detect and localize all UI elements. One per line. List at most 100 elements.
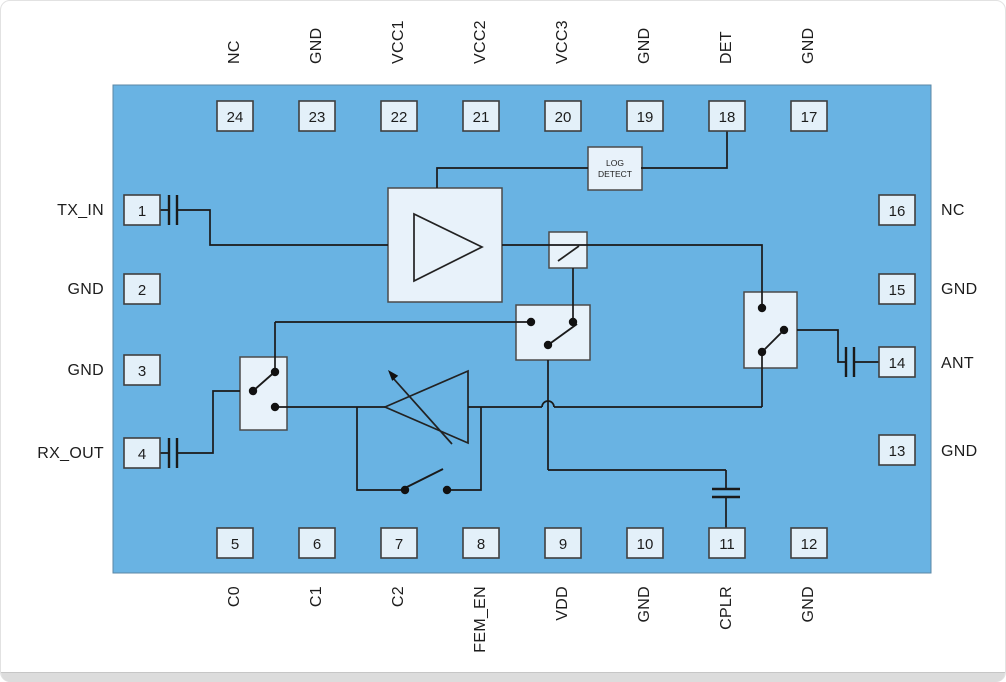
- pin-top-17: 17: [790, 100, 828, 132]
- middle-switch-lever: [547, 323, 578, 346]
- wire-pa-output-to-ant-switch: [502, 244, 763, 308]
- pin-number: 6: [313, 536, 321, 553]
- pin-top-23: 23: [298, 100, 336, 132]
- dc-block-cap-rxout: [167, 438, 179, 468]
- pin-number: 14: [889, 355, 906, 372]
- pin-number: 19: [637, 109, 654, 126]
- amplifier-triangle-symbol: [413, 212, 484, 283]
- log-detect-label-line2: DETECT: [598, 169, 632, 179]
- pin-label-ant: ANT: [941, 355, 974, 372]
- pin-left-4: 4: [123, 437, 161, 469]
- pin-label-gnd-17: GND: [800, 28, 817, 64]
- attenuator-arrowhead: [388, 370, 399, 381]
- pin-number: 18: [719, 109, 736, 126]
- pin-top-22: 22: [380, 100, 418, 132]
- pin-box: [544, 527, 582, 559]
- pin-box: [708, 527, 746, 559]
- dc-block-cap-cplr: [712, 487, 740, 499]
- pin-label-rx-out: RX_OUT: [37, 445, 104, 462]
- bypass-switch-dot-right: [442, 485, 452, 495]
- pin-bottom-5: 5: [216, 527, 254, 559]
- pin-label-gnd-10: GND: [636, 586, 653, 622]
- pin-number: 15: [889, 282, 906, 299]
- pin-right-16: 16: [878, 194, 916, 226]
- pin-bottom-10: 10: [626, 527, 664, 559]
- wire-txin-to-pa: [160, 209, 388, 246]
- pin-label-c0: C0: [226, 586, 243, 607]
- power-amplifier-block: [387, 187, 503, 303]
- coupler-tap-block: [548, 231, 588, 269]
- pin-label-gnd-3: GND: [68, 362, 104, 379]
- ant-switch-common-dot: [779, 325, 789, 335]
- wire-pa-to-log-detect: [436, 167, 588, 188]
- pin-label-gnd-15: GND: [941, 281, 977, 298]
- wire-attenuator-path: [275, 352, 763, 408]
- pin-label-gnd-2: GND: [68, 281, 104, 298]
- pin-label-vdd: VDD: [554, 586, 571, 621]
- wire-midswitch-to-cplr-pin: [547, 360, 727, 528]
- pin-number: 9: [559, 536, 567, 553]
- wire-rxout-to-rxswitch: [160, 390, 240, 454]
- wire-attenuator-bypass: [356, 407, 482, 491]
- pin-number: 12: [801, 536, 818, 553]
- rx-switch-common-dot: [248, 386, 258, 396]
- pin-number: 1: [138, 203, 146, 220]
- pin-box: [123, 273, 161, 305]
- middle-switch-throw2-dot: [568, 317, 578, 327]
- pin-box: [123, 194, 161, 226]
- pin-number: 13: [889, 443, 906, 460]
- pin-number: 17: [801, 109, 818, 126]
- pin-box: [462, 527, 500, 559]
- pin-right-15: 15: [878, 273, 916, 305]
- pin-top-19: 19: [626, 100, 664, 132]
- pin-box: [462, 100, 500, 132]
- pin-number: 4: [138, 446, 146, 463]
- rx-switch-block: [239, 356, 288, 431]
- pin-box: [123, 437, 161, 469]
- pin-label-vcc3: VCC3: [554, 20, 571, 64]
- pin-label-gnd-23: GND: [308, 28, 325, 64]
- pin-label-c1: C1: [308, 586, 325, 607]
- pin-label-tx-in: TX_IN: [57, 202, 104, 219]
- pin-bottom-6: 6: [298, 527, 336, 559]
- ant-switch-throw2-dot: [757, 347, 767, 357]
- pin-number: 16: [889, 203, 906, 220]
- pin-box: [123, 354, 161, 386]
- pin-number: 3: [138, 363, 146, 380]
- pin-box: [216, 527, 254, 559]
- pin-label-gnd-12: GND: [800, 586, 817, 622]
- pin-number: 24: [227, 109, 244, 126]
- wire-logdetect-to-det-pin: [641, 131, 728, 169]
- ant-switch-throw1-dot: [757, 303, 767, 313]
- pin-box: [298, 527, 336, 559]
- pin-left-2: 2: [123, 273, 161, 305]
- pin-top-21: 21: [462, 100, 500, 132]
- pin-number: 11: [719, 536, 735, 553]
- pin-left-3: 3: [123, 354, 161, 386]
- pin-number: 7: [395, 536, 403, 553]
- pin-right-14: 14: [878, 346, 916, 378]
- bypass-switch-dot-left: [400, 485, 410, 495]
- wire-midswitch-to-rxswitch: [274, 321, 531, 372]
- wire-antswitch-to-ant-pin: [797, 329, 879, 363]
- pin-number: 8: [477, 536, 485, 553]
- pin-box: [878, 434, 916, 466]
- pin-box: [626, 527, 664, 559]
- pin-number: 21: [473, 109, 490, 126]
- pin-box: [626, 100, 664, 132]
- pin-number: 2: [138, 282, 146, 299]
- pin-box: [708, 100, 746, 132]
- pin-label-nc-top: NC: [226, 40, 243, 64]
- dc-block-cap-txin: [167, 195, 179, 225]
- pin-number: 5: [231, 536, 239, 553]
- pin-label-nc-16: NC: [941, 202, 965, 219]
- rx-switch-throw1-dot: [270, 367, 280, 377]
- pin-top-18: 18: [708, 100, 746, 132]
- pin-box: [216, 100, 254, 132]
- pin-box: [790, 527, 828, 559]
- pin-box: [878, 194, 916, 226]
- antenna-switch-block: [743, 291, 798, 369]
- pin-label-gnd-13: GND: [941, 443, 977, 460]
- attenuator-arrow-line: [392, 377, 453, 445]
